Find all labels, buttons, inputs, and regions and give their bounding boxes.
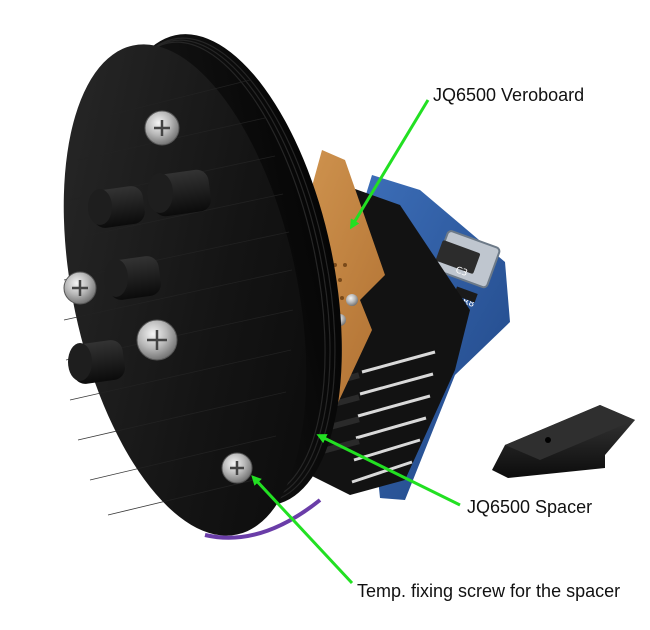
label-jq6500-veroboard: JQ6500 Veroboard	[433, 85, 585, 105]
pan-head-screws	[63, 110, 253, 484]
round-3d-printed-enclosure	[63, 34, 342, 536]
screw-temp-fixing	[221, 452, 253, 484]
label-temp-fixing-screw: Temp. fixing screw for the spacer	[357, 581, 621, 601]
button-top-left	[88, 186, 145, 228]
screw-left	[63, 271, 97, 305]
arrow-spacer	[316, 434, 461, 507]
screw-right	[136, 319, 178, 361]
svg-text:C3: C3	[454, 265, 469, 279]
spacer-part	[492, 405, 635, 478]
annotation-arrows	[251, 99, 461, 585]
button-bottom-left	[68, 340, 125, 384]
screw-top	[144, 110, 180, 146]
push-buttons	[68, 169, 212, 384]
button-middle	[104, 256, 161, 300]
arrow-veroboard	[349, 99, 430, 230]
arrow-screw	[251, 475, 354, 585]
label-jq6500-spacer: JQ6500 Spacer	[467, 497, 593, 517]
button-top-right	[147, 169, 212, 217]
